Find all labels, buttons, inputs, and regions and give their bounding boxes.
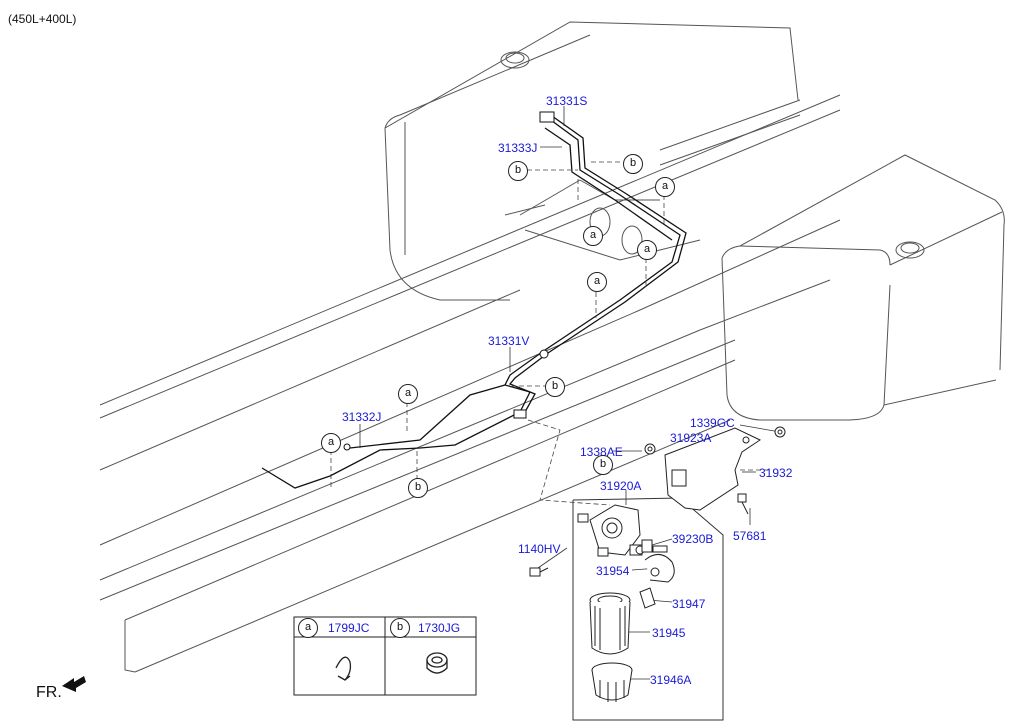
callout-a: a	[583, 226, 603, 246]
filter-cartridge	[589, 592, 631, 655]
callout-b: b	[508, 161, 528, 181]
chassis-frame	[99, 94, 841, 673]
front-arrow-icon	[62, 676, 86, 692]
legend-b-letter: b	[390, 618, 410, 638]
legend-a-letter: a	[298, 618, 318, 638]
callout-a: a	[398, 384, 418, 404]
fuel-lines	[261, 115, 687, 489]
callout-a: a	[321, 433, 341, 453]
sensor-and-hose	[639, 539, 675, 609]
label-31923A[interactable]: 31923A	[670, 431, 712, 445]
label-31954[interactable]: 31954	[596, 564, 630, 578]
right-fuel-tank	[721, 154, 1005, 421]
label-31932[interactable]: 31932	[759, 466, 793, 480]
callout-b: b	[623, 154, 643, 174]
label-31946A[interactable]: 31946A	[650, 673, 692, 687]
callout-b: b	[593, 455, 613, 475]
label-1140HV[interactable]: 1140HV	[518, 542, 561, 556]
label-31333J[interactable]: 31333J	[498, 141, 538, 155]
callout-leaders	[330, 161, 770, 506]
label-31331V[interactable]: 31331V	[488, 334, 530, 348]
callout-a: a	[637, 240, 657, 260]
label-31920A[interactable]: 31920A	[600, 479, 642, 493]
label-31332J[interactable]: 31332J	[342, 410, 382, 424]
label-31331S[interactable]: 31331S	[546, 94, 588, 108]
label-1339GC[interactable]: 1339GC	[690, 416, 735, 430]
fuel-filter-head	[577, 504, 645, 557]
label-31947[interactable]: 31947	[672, 597, 706, 611]
clip-1799jc-icon	[335, 656, 352, 681]
label-leaders	[359, 106, 781, 680]
legend-a-part[interactable]: 1799JC	[328, 621, 370, 635]
label-57681[interactable]: 57681	[733, 529, 767, 543]
callout-a: a	[655, 177, 675, 197]
label-1338AE[interactable]: 1338AE	[580, 445, 623, 459]
callout-b: b	[408, 478, 428, 498]
legend-b-part[interactable]: 1730JG	[418, 621, 461, 635]
legend-table	[293, 616, 477, 696]
filter-assembly-box	[572, 497, 724, 721]
label-31945[interactable]: 31945	[652, 626, 686, 640]
bracket	[664, 427, 762, 511]
variant-header: (450L+400L)	[8, 12, 77, 26]
callout-a: a	[587, 272, 607, 292]
grommet-1730jg-icon	[426, 652, 448, 674]
front-marker: FR.	[36, 684, 62, 701]
filter-bowl	[591, 662, 633, 702]
callout-b: b	[545, 377, 565, 397]
fasteners	[529, 426, 786, 577]
label-39230B[interactable]: 39230B	[672, 532, 714, 546]
left-fuel-tank	[384, 21, 799, 301]
